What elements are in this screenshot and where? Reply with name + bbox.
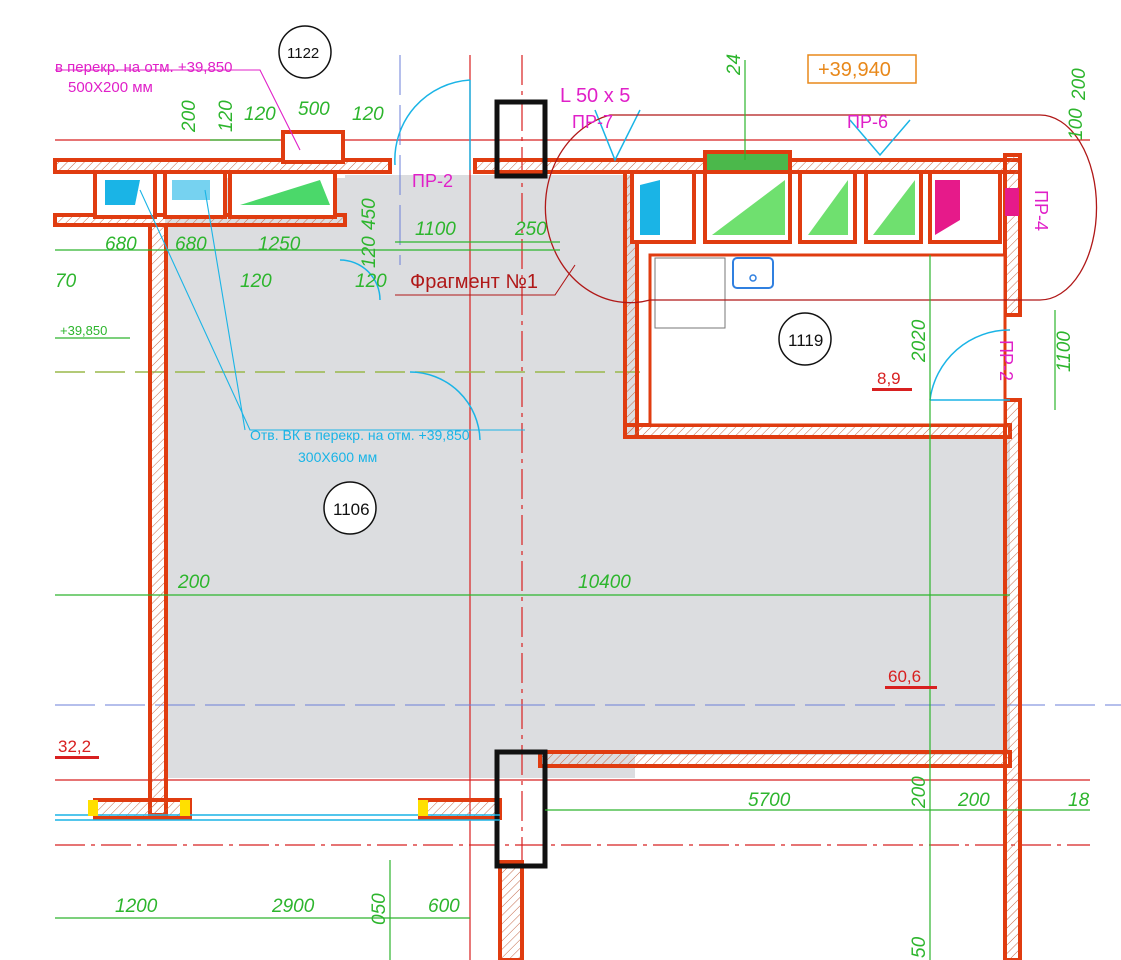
angle-profile-label: L 50 x 5 [560, 85, 630, 107]
fragment-label: Фрагмент №1 [410, 271, 538, 293]
dim-100-r: 100 [1066, 108, 1087, 140]
room-tags [278, 25, 832, 535]
dimension-lines [55, 60, 1090, 960]
dim-1100-r: 1100 [1054, 331, 1075, 372]
dim-250: 250 [514, 219, 547, 240]
elevation-39940: +39,940 [818, 59, 891, 81]
area-underline-32-2 [55, 756, 99, 759]
room-number-1119: 1119 [788, 331, 823, 350]
door-swings [339, 79, 1011, 441]
room-area-1106: 60,6 [888, 667, 921, 686]
windows [55, 800, 500, 821]
dim-1200: 1200 [115, 896, 158, 917]
area-underline-8-9 [872, 388, 912, 391]
dim-2020: 2020 [909, 319, 930, 363]
elevation-39940-box [807, 54, 917, 84]
dim-120f: 120 [355, 271, 387, 292]
dim-450: 450 [359, 198, 380, 230]
grid-axes [55, 55, 1090, 960]
room-area-left: 32,2 [58, 737, 91, 756]
elevation-39850: +39,850 [60, 323, 107, 338]
corridor-floor [345, 175, 635, 265]
dim-18: 18 [1068, 790, 1090, 811]
note-top-line2: 500Х200 мм [68, 79, 153, 96]
opening-pr2-left: ПР-2 [412, 171, 453, 191]
dim-120-vert: 120 [359, 236, 380, 268]
room-area-1119: 8,9 [877, 369, 901, 388]
fragment-boundary [544, 114, 1098, 304]
walls [53, 153, 1022, 960]
note-vk-line2: 300Х600 мм [298, 449, 377, 465]
dim-600: 600 [428, 896, 460, 917]
dim-680b: 680 [175, 234, 207, 255]
dim-050: 050 [369, 893, 390, 925]
sink-drain [749, 274, 757, 282]
note-vk-line1: Отв. ВК в перекр. на отм. +39,850 [250, 427, 470, 443]
dim-680a: 680 [105, 234, 137, 255]
dim-1250: 1250 [258, 234, 301, 255]
note-top-line1: в перекр. на отм. +39,850 [55, 59, 233, 76]
dim-120e: 120 [240, 271, 272, 292]
dim-2900: 2900 [271, 896, 315, 917]
leader-lines [55, 69, 576, 431]
dim-200-mid: 200 [177, 572, 210, 593]
vent-ducts [93, 130, 1002, 244]
opening-pr2-right: ПР-2 [996, 340, 1016, 381]
dim-50-bottom: 50 [909, 936, 930, 958]
area-underline-60-6 [885, 686, 937, 689]
dim-200-top: 200 [179, 100, 200, 133]
opening-pr7: ПР-7 [572, 112, 613, 132]
dim-5700: 5700 [748, 790, 791, 811]
room-number-1106: 1106 [333, 500, 370, 519]
room-tag-1122: 1122 [287, 45, 319, 62]
dim-500: 500 [298, 99, 330, 120]
columns [494, 99, 548, 869]
counter-fixture [654, 257, 726, 329]
dim-10400: 10400 [578, 572, 631, 593]
duct-fills [105, 180, 1019, 235]
opening-pr4: ПР-4 [1031, 190, 1051, 231]
dim-70: 70 [55, 271, 77, 292]
dim-200-c: 200 [957, 790, 990, 811]
room-1106-floor [165, 178, 635, 778]
opening-pr6: ПР-6 [847, 112, 888, 132]
dim-200-r-top: 200 [1069, 68, 1090, 101]
dim-200-b: 200 [909, 776, 930, 809]
dim-1100: 1100 [415, 219, 456, 240]
sink-fixture [732, 257, 774, 289]
dim-120a: 120 [216, 100, 237, 132]
dim-120c: 120 [352, 104, 384, 125]
blue-axis [55, 55, 1121, 706]
dim-24: 24 [724, 54, 745, 76]
dim-120b: 120 [244, 104, 276, 125]
